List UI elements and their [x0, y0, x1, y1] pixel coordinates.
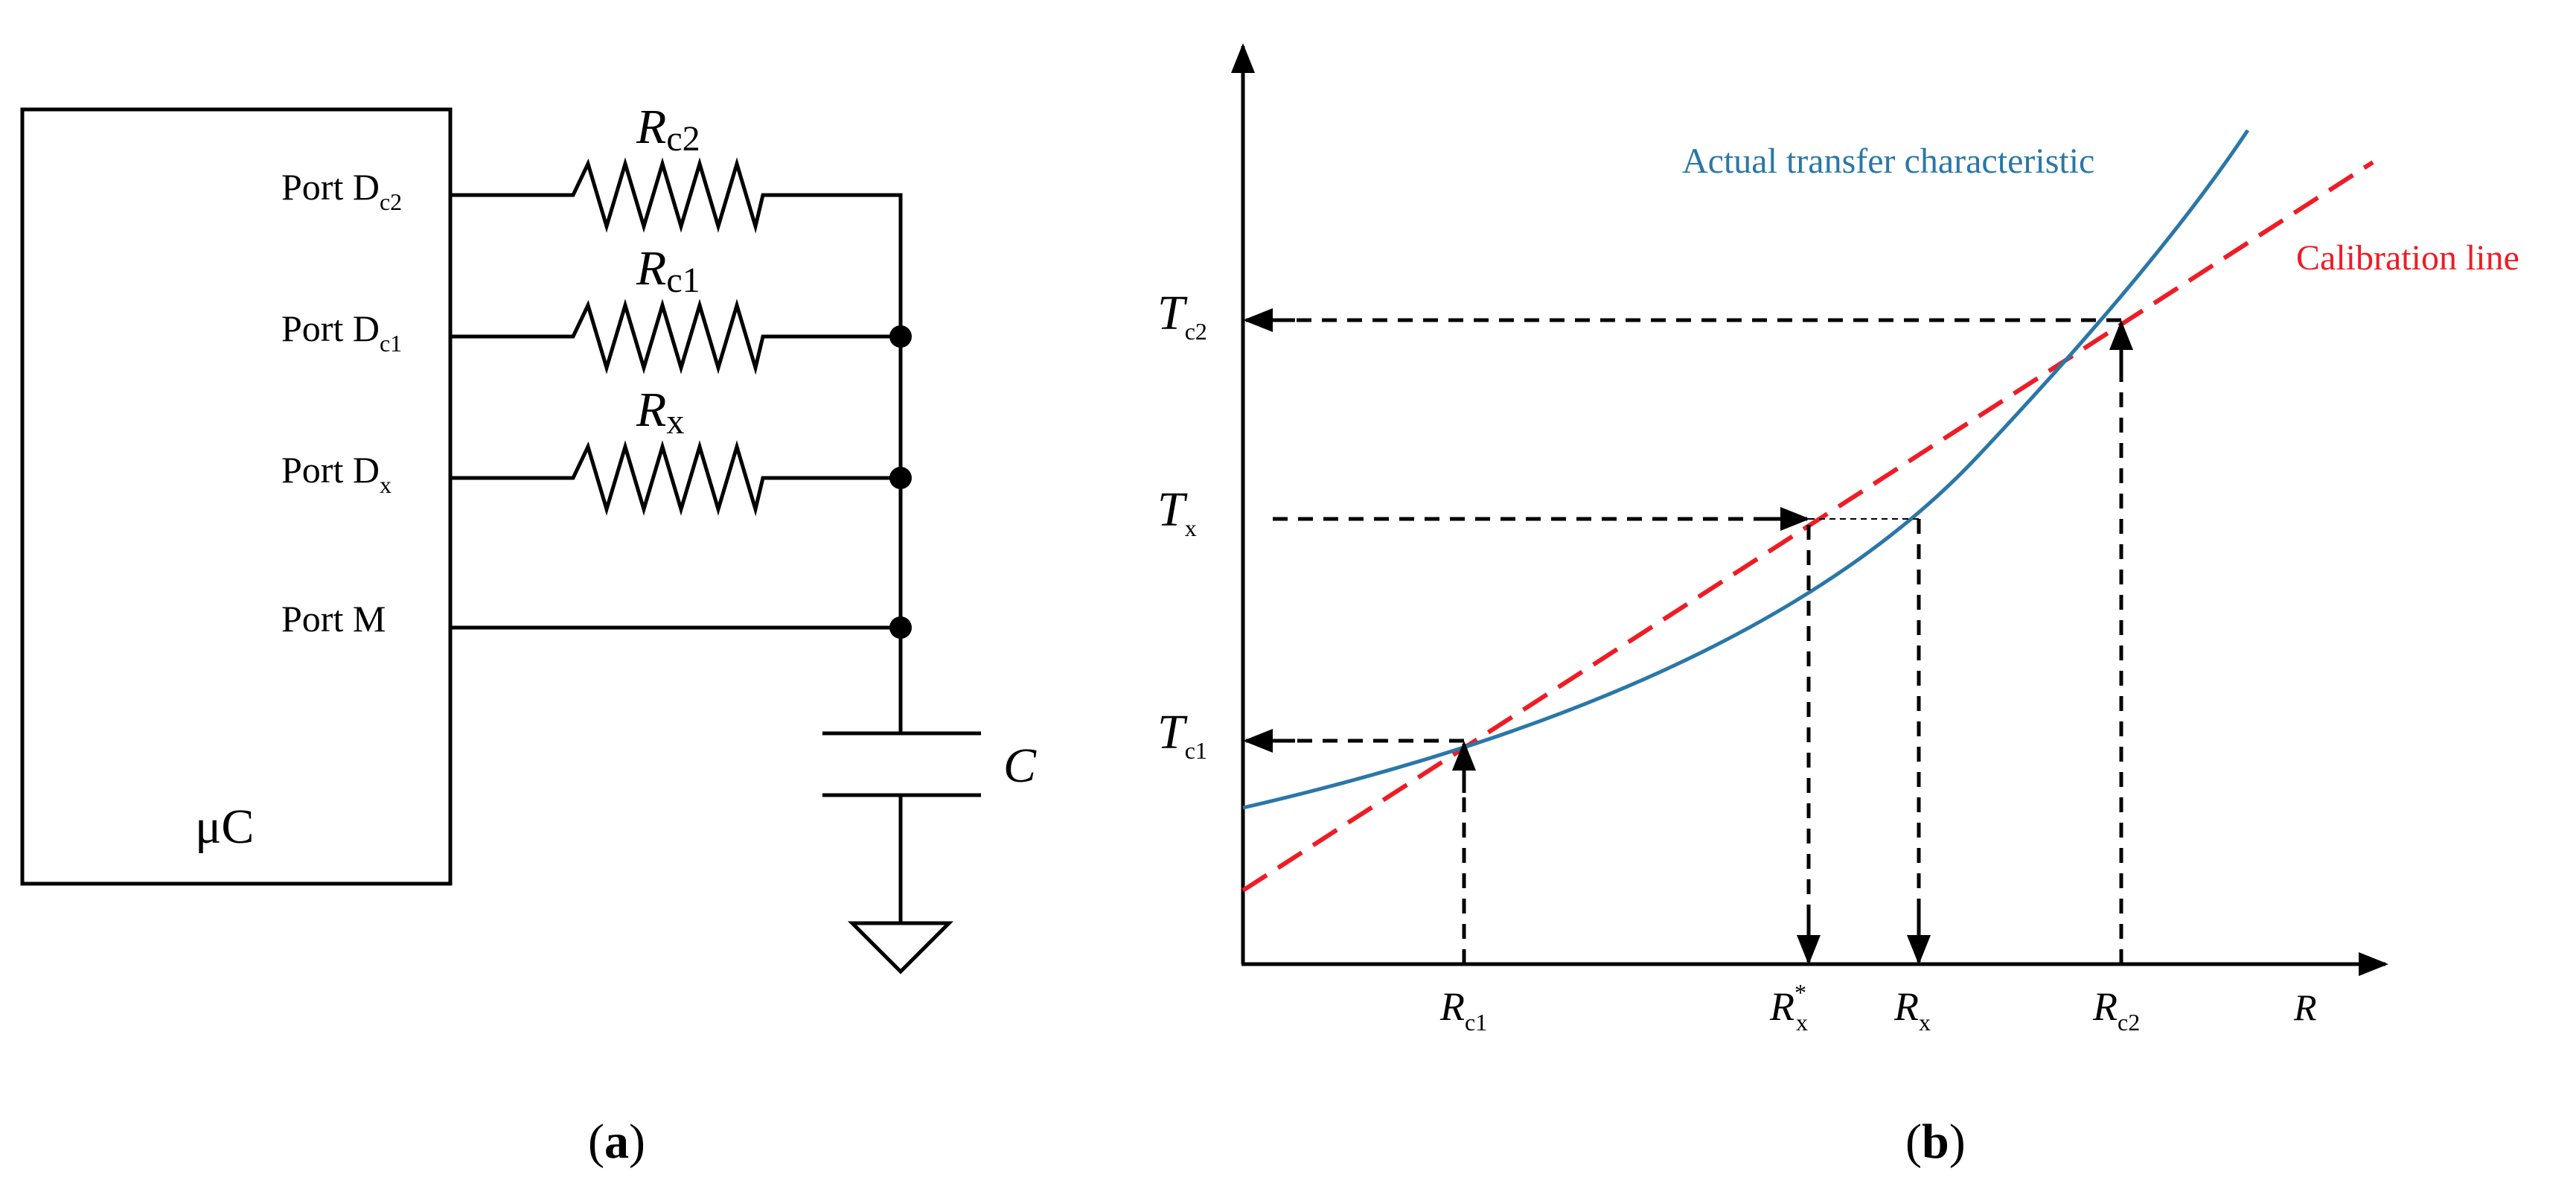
ground-symbol [847, 921, 954, 975]
resistor-label-rc1: Rc1 [636, 241, 700, 300]
junction-dot-m [889, 616, 912, 639]
reference-lines [1257, 317, 2124, 964]
y-tick-tc2: Tc2 [1157, 286, 1207, 345]
microcontroller-label: μC [195, 800, 254, 854]
x-tick-rc2: Rc2 [2092, 984, 2140, 1036]
calibration-line-label: Calibration line [2296, 238, 2519, 278]
panel-b-graph: Actual transfer characteristic Calibrati… [1157, 43, 2519, 1036]
caption-panel-a: (a) [588, 1115, 645, 1169]
transfer-characteristic-curve [1242, 129, 2250, 810]
junction-dot-rx [889, 467, 912, 489]
capacitor-label: C [1003, 739, 1037, 793]
y-tick-tx: Tx [1157, 482, 1197, 541]
resistor-label-rc2: Rc2 [636, 100, 700, 159]
microcontroller-box [20, 107, 453, 886]
curve-label: Actual transfer characteristic [1682, 141, 2094, 181]
x-axis-label: R [2293, 986, 2317, 1028]
wire-rx [450, 440, 901, 517]
panel-a-circuit: μC Port Dc2 Port Dc1 Port Dx Port M Rc2 … [20, 100, 1037, 975]
wire-rc2 [450, 157, 903, 629]
wiring [450, 157, 981, 975]
x-tick-rc1: Rc1 [1439, 984, 1487, 1036]
junction-dot-rc1 [889, 325, 912, 348]
y-tick-tc1: Tc1 [1157, 705, 1207, 764]
resistor-label-rx: Rx [636, 383, 684, 441]
port-label-m: Port M [281, 598, 386, 640]
wire-rc1 [450, 299, 901, 375]
x-tick-rx-star: R*x [1769, 979, 1808, 1036]
caption-panel-b: (b) [1905, 1115, 1966, 1169]
port-label-dc1: Port Dc1 [281, 307, 402, 357]
x-tick-rx: Rx [1893, 984, 1931, 1036]
port-label-dx: Port Dx [281, 449, 391, 498]
port-label-dc2: Port Dc2 [281, 166, 402, 215]
